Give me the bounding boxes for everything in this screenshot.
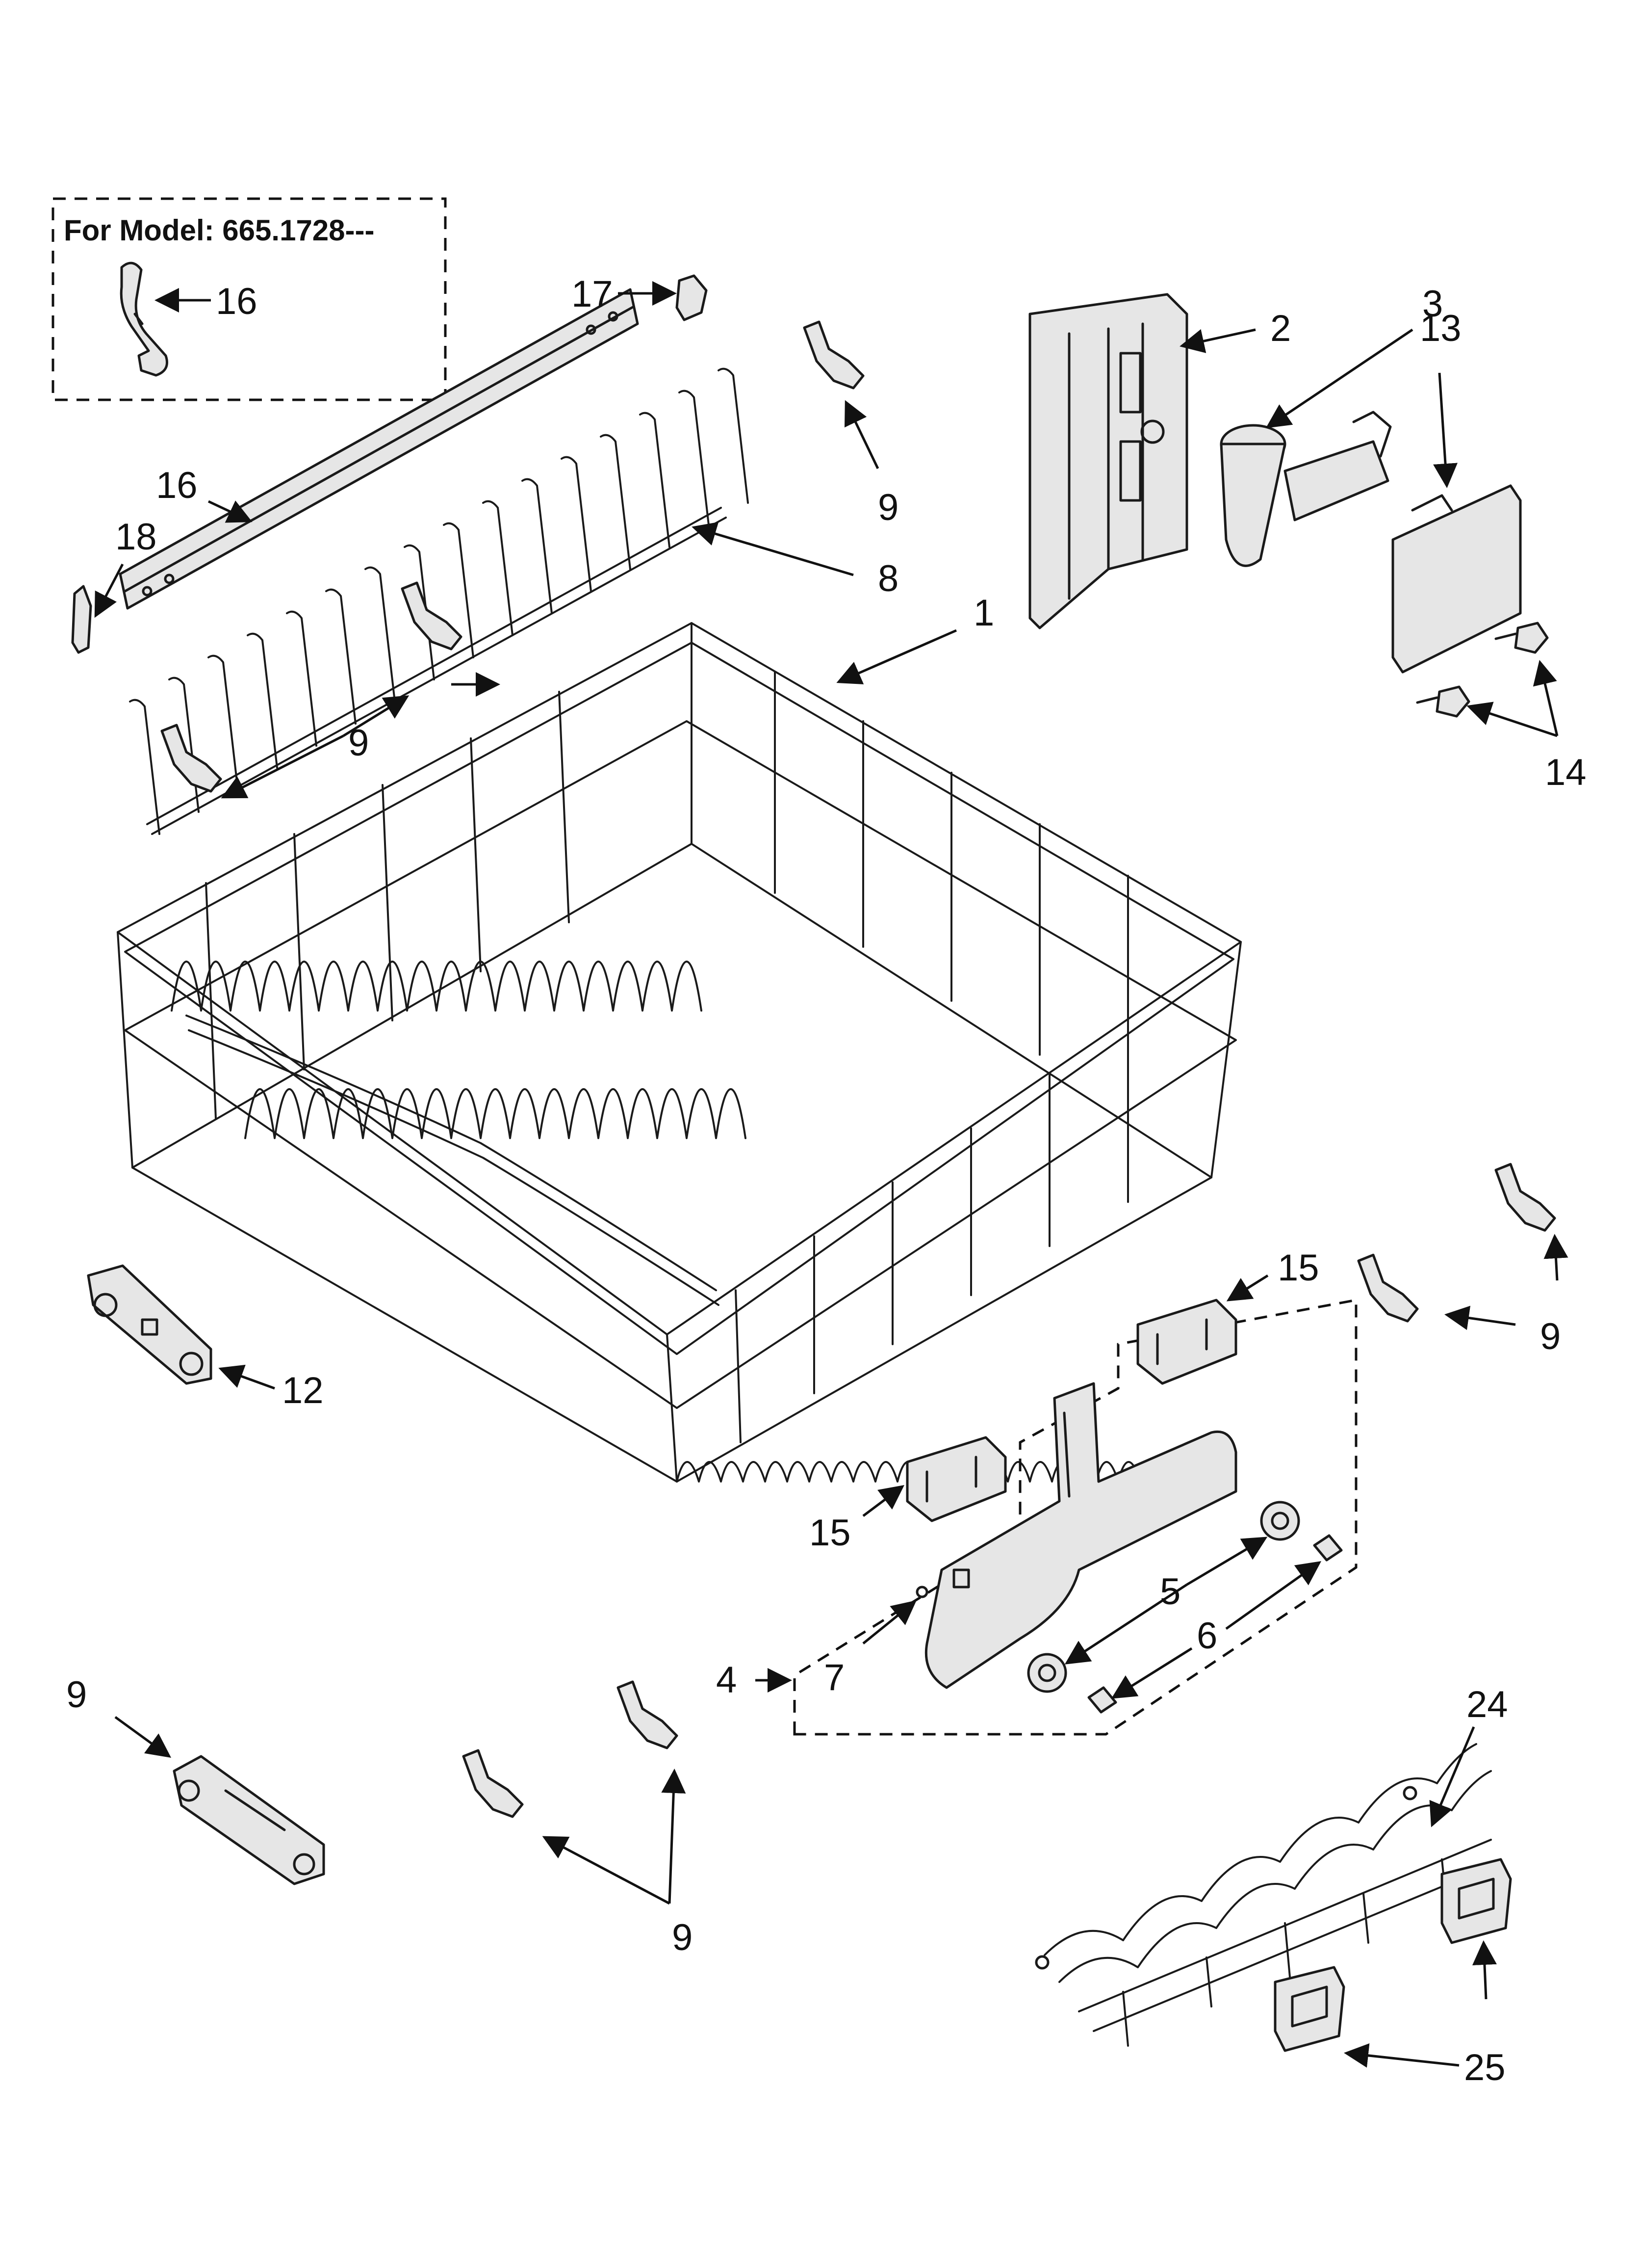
callout-7: 7 xyxy=(824,1657,845,1698)
leader-9-tine-b xyxy=(342,695,410,737)
part-15-screw-upper xyxy=(1494,622,1549,654)
leader-1 xyxy=(836,629,957,684)
callout-15: 14 xyxy=(1545,752,1587,793)
leader-3 xyxy=(1265,328,1413,428)
part-8-tine-row xyxy=(129,367,749,835)
part-17-clip xyxy=(120,261,168,377)
leader-2 xyxy=(1180,328,1256,353)
callout-12: 9 xyxy=(66,1674,87,1716)
leader-9-bottom-b xyxy=(542,1836,670,1905)
model-label: For Model: 665.1728--- xyxy=(64,214,375,247)
leader-5-a xyxy=(1186,1537,1268,1586)
leader-18 xyxy=(207,500,253,523)
part-9-clip-right-lower xyxy=(1357,1253,1419,1323)
callout-16-a: 15 xyxy=(1278,1247,1319,1289)
callout-9-d: 9 xyxy=(672,1917,693,1958)
leader-9-bottom-a xyxy=(661,1769,686,1904)
part-24-cup-rack xyxy=(1035,1743,1497,2047)
leader-15-a xyxy=(1533,660,1559,736)
leader-9-top xyxy=(844,400,879,469)
part-9-clip-tine-upper xyxy=(401,581,462,651)
part-20-pin xyxy=(71,585,92,654)
leader-5-b xyxy=(1064,1583,1188,1665)
part-25-clip-left xyxy=(1274,1966,1345,2052)
part-16-clip-lower xyxy=(906,1436,1007,1522)
part-16-clip-upper xyxy=(1136,1299,1237,1385)
leader-24 xyxy=(1429,1726,1475,1827)
callout-16-b: 15 xyxy=(809,1512,851,1554)
part-14-cover xyxy=(1391,484,1522,674)
part-19-clip xyxy=(675,274,708,321)
callout-20: 18 xyxy=(115,516,157,558)
part-18-rail xyxy=(119,288,639,610)
leader-20 xyxy=(94,563,124,618)
leader-25-b xyxy=(1344,2043,1460,2068)
leader-13 xyxy=(218,1364,275,1390)
model-inset-box: For Model: 665.1728--- 16 xyxy=(51,197,447,401)
callout-18: 16 xyxy=(156,465,198,506)
leader-25-a xyxy=(1472,1940,1497,2000)
part-9-clip-bottom-lower xyxy=(462,1749,524,1818)
part-9-clip-top xyxy=(803,320,865,390)
leader-9-right-b xyxy=(1444,1305,1516,1330)
callout-6: 6 xyxy=(1197,1615,1217,1657)
leader-16-a xyxy=(1226,1274,1269,1302)
leader-6-b xyxy=(1111,1647,1193,1699)
part-3-nozzle xyxy=(1220,411,1392,567)
part-15-screw-lower xyxy=(1416,685,1470,718)
part-13-bracket xyxy=(87,1264,212,1385)
callout-5: 5 xyxy=(1160,1571,1180,1613)
leader-14 xyxy=(1433,372,1458,488)
leader-16-b xyxy=(862,1485,904,1517)
leader-12 xyxy=(114,1716,172,1758)
callout-17: 16 xyxy=(216,281,257,322)
leader-9-tine-c xyxy=(221,734,344,799)
part-2-mount xyxy=(1028,293,1188,629)
leader-15-b xyxy=(1466,702,1558,737)
callout-3: 3 xyxy=(1422,283,1443,325)
callout-25: 25 xyxy=(1464,2047,1506,2088)
part-9-clip-right-upper xyxy=(1494,1163,1556,1232)
part-9-clip-tine-lower xyxy=(160,724,222,793)
subassembly-4 xyxy=(793,1298,1358,1736)
part-12-bracket xyxy=(173,1755,325,1885)
callout-14: 13 xyxy=(1420,308,1462,349)
callout-9-a: 9 xyxy=(348,722,369,764)
leader-6-a xyxy=(1225,1561,1322,1630)
part-25-clip-right xyxy=(1440,1858,1512,1944)
callout-13: 12 xyxy=(282,1370,324,1411)
leader-8 xyxy=(692,521,854,576)
leader-7 xyxy=(862,1600,917,1644)
callout-24: 24 xyxy=(1466,1684,1508,1725)
leader-9-right-a xyxy=(1543,1234,1568,1281)
part-1-upper-rack xyxy=(117,622,1242,1483)
callout-9-c: 9 xyxy=(1540,1316,1561,1357)
callout-9-b: 9 xyxy=(878,487,898,528)
callout-1: 1 xyxy=(974,592,994,634)
callout-4: 4 xyxy=(716,1659,737,1701)
callout-8: 8 xyxy=(878,558,898,600)
callout-19: 17 xyxy=(571,273,613,315)
part-9-clip-bottom-upper xyxy=(616,1680,678,1749)
callout-2: 2 xyxy=(1270,308,1291,349)
